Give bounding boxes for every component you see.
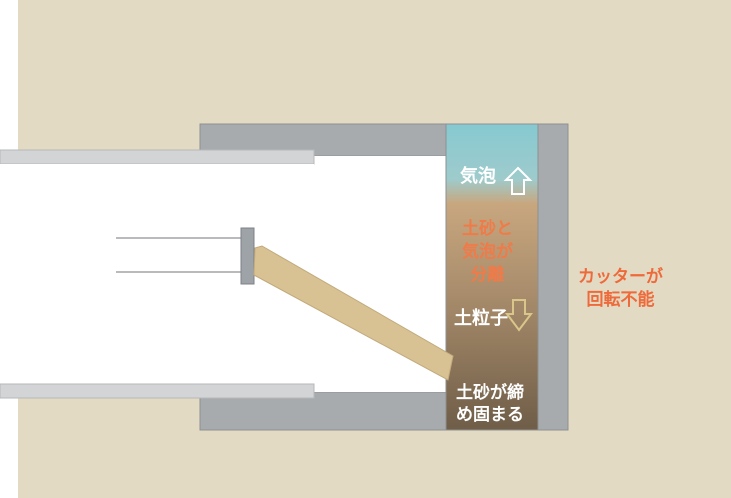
cutter-arm xyxy=(253,245,454,381)
separation-label-line1: 土砂と xyxy=(462,219,513,239)
down-arrow-icon xyxy=(505,299,533,332)
compaction-label: 土砂が締 め固まる xyxy=(456,382,524,426)
cutter-label-line2: 回転不能 xyxy=(586,289,655,310)
rod-flange xyxy=(240,227,255,285)
separation-label: 土砂と 気泡が 分離 xyxy=(462,218,513,287)
compaction-label-line1: 土砂が締 xyxy=(456,383,524,403)
cutter-label: カッターが 回転不能 xyxy=(578,266,663,312)
bulkhead xyxy=(537,123,569,431)
pipe-wall-top xyxy=(0,149,315,165)
pipe-wall-bottom xyxy=(0,383,315,399)
bubbles-label: 気泡 xyxy=(460,166,496,187)
cutter-label-line1: カッターが xyxy=(578,267,663,287)
separation-label-line2: 気泡が xyxy=(462,241,513,262)
soil-chamber xyxy=(445,123,539,431)
up-arrow-icon xyxy=(503,166,533,195)
compaction-label-line2: め固まる xyxy=(456,405,524,426)
soil-particles-label: 土粒子 xyxy=(454,308,508,329)
separation-label-line3: 分離 xyxy=(470,264,505,285)
